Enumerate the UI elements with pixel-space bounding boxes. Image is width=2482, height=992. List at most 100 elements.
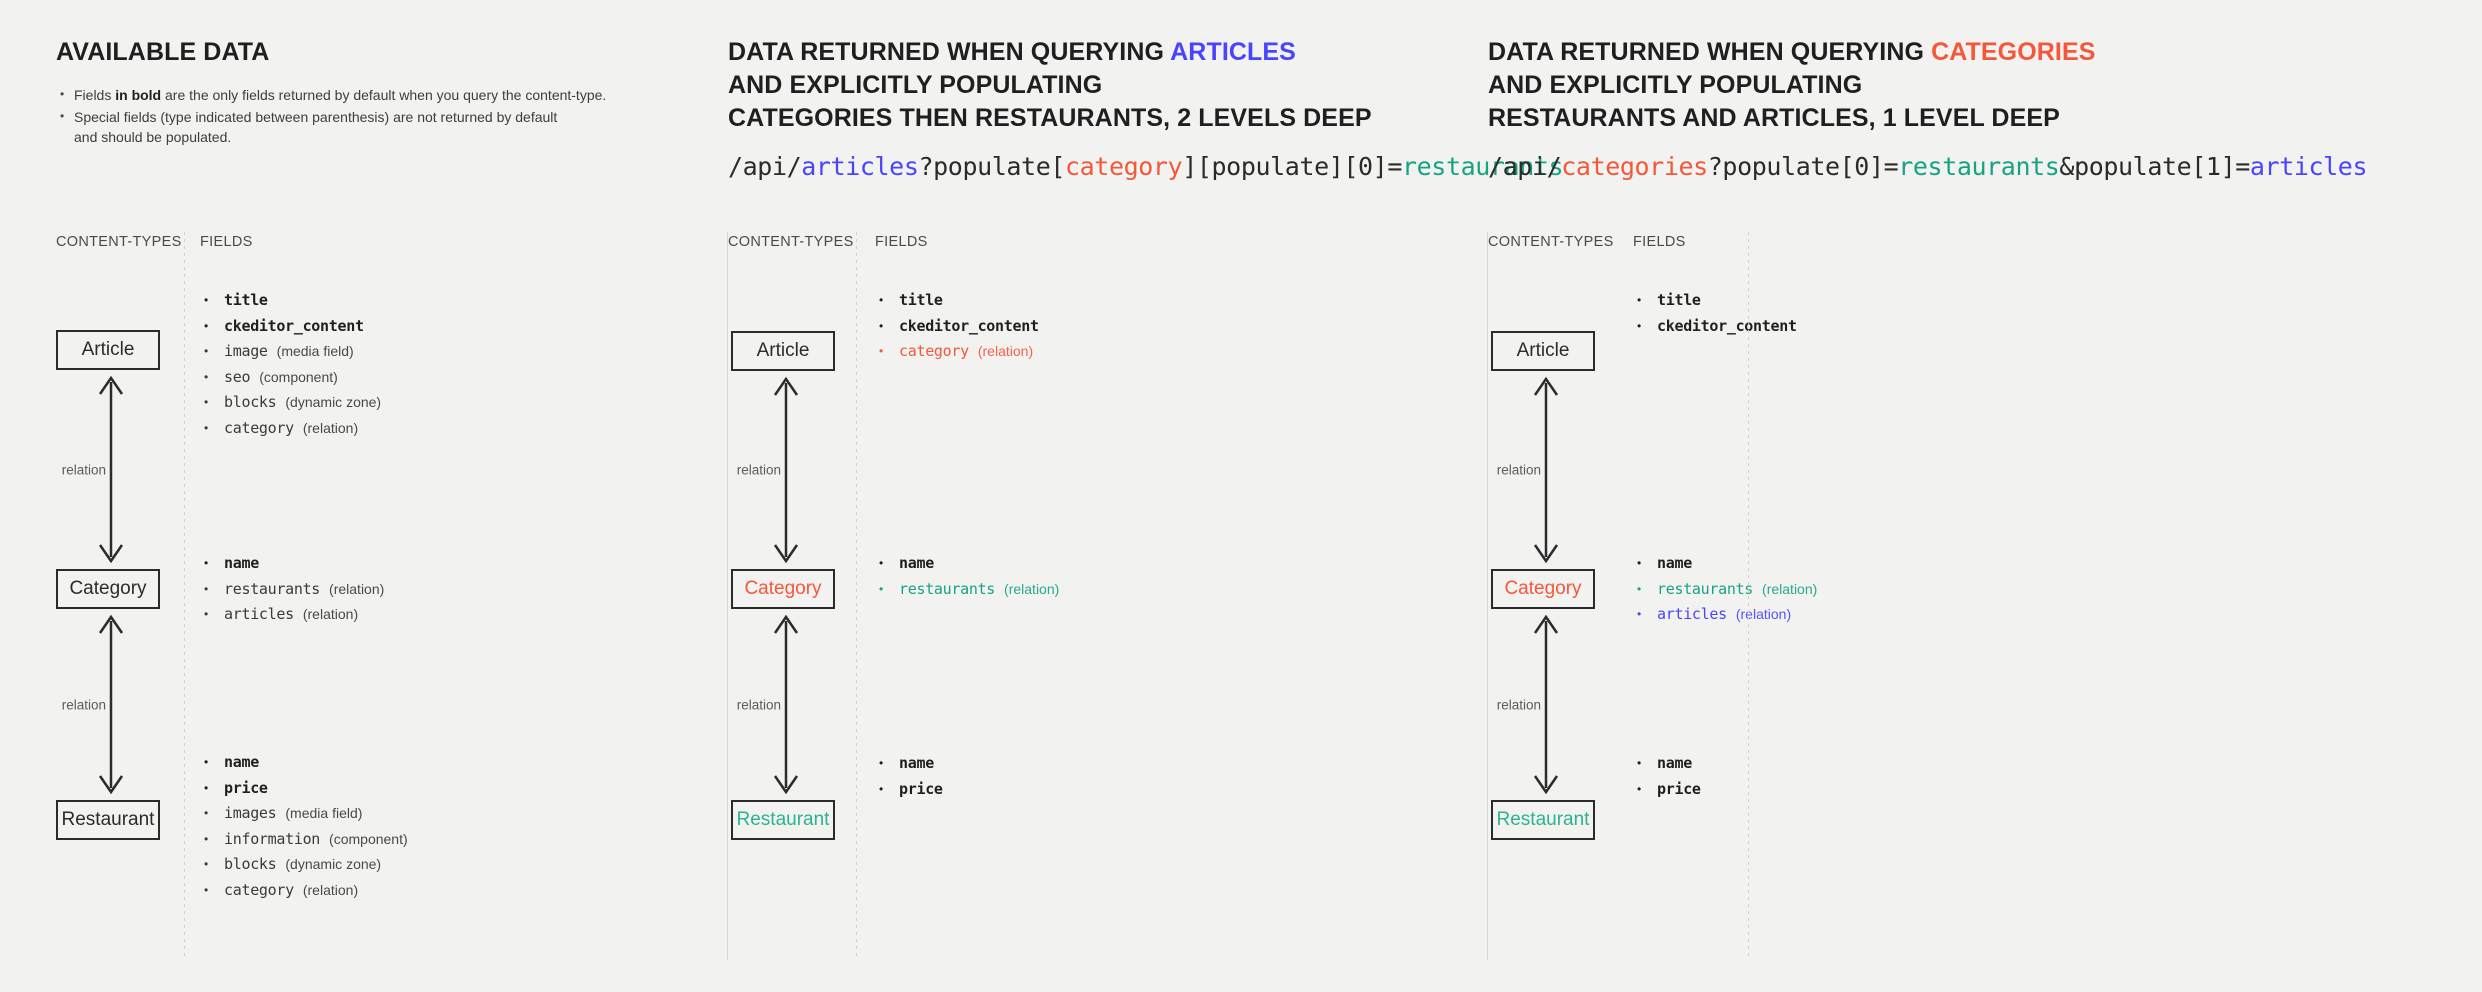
note-post: are the only fields returned by default … <box>161 87 607 103</box>
field-item: name <box>202 750 408 776</box>
entity-box-category[interactable]: Category <box>731 569 835 609</box>
entity-box-restaurant[interactable]: Restaurant <box>56 800 160 840</box>
double-arrow-icon <box>773 614 799 795</box>
field-item: category (relation) <box>877 339 1039 365</box>
relation-category-restaurant: relation <box>723 609 843 800</box>
relation-label: relation <box>1496 462 1541 478</box>
panel-categories-query: DATA RETURNED WHEN QUERYING CATEGORIES A… <box>1488 0 2482 992</box>
panel-2-api-url: /api/articles?populate[category][populat… <box>728 152 1564 181</box>
field-item: seo(component) <box>202 365 381 391</box>
panel-2-heading-line-2: AND EXPLICITLY POPULATING <box>728 71 1103 99</box>
field-item: restaurants(relation) <box>1635 577 1817 603</box>
panel-2-heading-line-1: DATA RETURNED WHEN QUERYING ARTICLES <box>728 36 1296 69</box>
field-list-category: name restaurants(relation) articles(rela… <box>1635 551 1817 628</box>
field-item: title <box>1635 288 1797 314</box>
field-item: articles(relation) <box>202 602 384 628</box>
field-type: (relation) <box>302 881 359 898</box>
entity-box-restaurant[interactable]: Restaurant <box>1491 800 1595 840</box>
field-name: images <box>224 804 277 822</box>
entity-box-article[interactable]: Article <box>1491 331 1595 371</box>
field-item: name <box>1635 551 1817 577</box>
field-item: title <box>202 288 381 314</box>
field-list-restaurant: name price <box>1635 751 1701 802</box>
heading-text: DATA RETURNED WHEN QUERYING <box>1488 38 1932 66</box>
note-item: Fields in bold are the only fields retur… <box>58 84 658 105</box>
field-list-article: title ckeditor_content image(media field… <box>202 288 381 441</box>
url-segment: ?populate[0]= <box>1707 152 1899 181</box>
field-type: (component) <box>329 830 408 847</box>
relation-label: relation <box>61 697 106 712</box>
field-item: images(media field) <box>202 801 408 827</box>
caption-fields: FIELDS <box>1633 234 1686 250</box>
url-segment-restaurants: restaurants <box>1402 152 1564 181</box>
panel-articles-query: DATA RETURNED WHEN QUERYING ARTICLES AND… <box>728 0 1564 992</box>
column-divider <box>856 232 857 960</box>
panel-2-heading-line-3: CATEGORIES THEN RESTAURANTS, 2 LEVELS DE… <box>728 104 1372 132</box>
field-item: articles(relation) <box>1635 602 1817 628</box>
heading-accent-articles: ARTICLES <box>1170 38 1296 66</box>
url-segment-restaurants: restaurants <box>1898 152 2060 181</box>
field-type: (relation) <box>1004 580 1060 597</box>
field-item: price <box>1635 777 1701 803</box>
field-item: name <box>877 551 1059 577</box>
note-item: Special fields (type indicated between p… <box>58 106 658 127</box>
field-name: price <box>1657 779 1701 798</box>
entity-box-article[interactable]: Article <box>731 331 835 371</box>
field-list-restaurant: name price <box>877 751 943 802</box>
field-name: name <box>224 753 259 771</box>
field-name: category <box>224 880 294 899</box>
entity-box-article[interactable]: Article <box>56 330 160 370</box>
field-item: category(relation) <box>202 416 381 442</box>
field-item: title <box>877 288 1039 314</box>
field-type: (relation) <box>1762 580 1818 597</box>
field-name: price <box>224 778 268 797</box>
entity-box-category[interactable]: Category <box>1491 569 1595 609</box>
note-pre: Fields <box>74 87 116 103</box>
field-name: title <box>899 291 943 309</box>
field-name: price <box>899 779 943 798</box>
field-item: ckeditor_content <box>877 314 1039 340</box>
field-item: image(media field) <box>202 339 381 365</box>
field-name: title <box>224 291 268 309</box>
field-name: restaurants <box>899 579 996 598</box>
double-arrow-icon <box>98 614 124 795</box>
field-list-category: name restaurants (relation) <box>877 551 1059 602</box>
double-arrow-icon <box>1533 376 1559 564</box>
caption-fields: FIELDS <box>200 234 253 250</box>
field-type: (relation) <box>329 580 385 597</box>
relation-category-restaurant: relation <box>1483 609 1603 800</box>
field-type: (relation) <box>302 606 359 622</box>
field-list-restaurant: name price images(media field) informati… <box>202 750 408 903</box>
entity-box-category[interactable]: Category <box>56 569 160 609</box>
entity-box-restaurant[interactable]: Restaurant <box>731 800 835 840</box>
relation-article-category: relation <box>1483 371 1603 569</box>
panel-3-api-url: /api/categories?populate[0]=restaurants&… <box>1488 152 2368 181</box>
heading-accent-categories: CATEGORIES <box>1931 38 2096 66</box>
column-divider <box>1748 232 1749 960</box>
field-type: (relation) <box>977 343 1034 359</box>
field-name: image <box>224 342 268 360</box>
field-list-category: name restaurants(relation) articles(rela… <box>202 551 384 628</box>
caption-fields: FIELDS <box>875 234 928 250</box>
url-segment: ][populate][0]= <box>1182 152 1402 181</box>
caption-content-types: CONTENT-TYPES <box>56 234 182 250</box>
url-segment-category: category <box>1065 152 1183 181</box>
field-item: name <box>877 751 943 777</box>
double-arrow-icon <box>1533 614 1559 795</box>
field-type: (dynamic zone) <box>285 394 382 410</box>
url-segment: ?populate[ <box>918 152 1065 181</box>
field-name: category <box>899 342 969 360</box>
field-item: restaurants (relation) <box>877 577 1059 603</box>
relation-label: relation <box>736 697 781 712</box>
panel-3-heading-line-2: AND EXPLICITLY POPULATING <box>1488 71 1863 99</box>
field-item: blocks(dynamic zone) <box>202 390 381 416</box>
double-arrow-icon <box>98 375 124 564</box>
field-name: seo <box>224 367 251 386</box>
field-name: title <box>1657 291 1701 309</box>
relation-article-category: relation <box>723 371 843 569</box>
field-name: ckeditor_content <box>224 316 364 335</box>
field-name: name <box>1657 554 1692 572</box>
field-name: name <box>224 554 259 572</box>
url-segment-articles: articles <box>2249 152 2368 181</box>
